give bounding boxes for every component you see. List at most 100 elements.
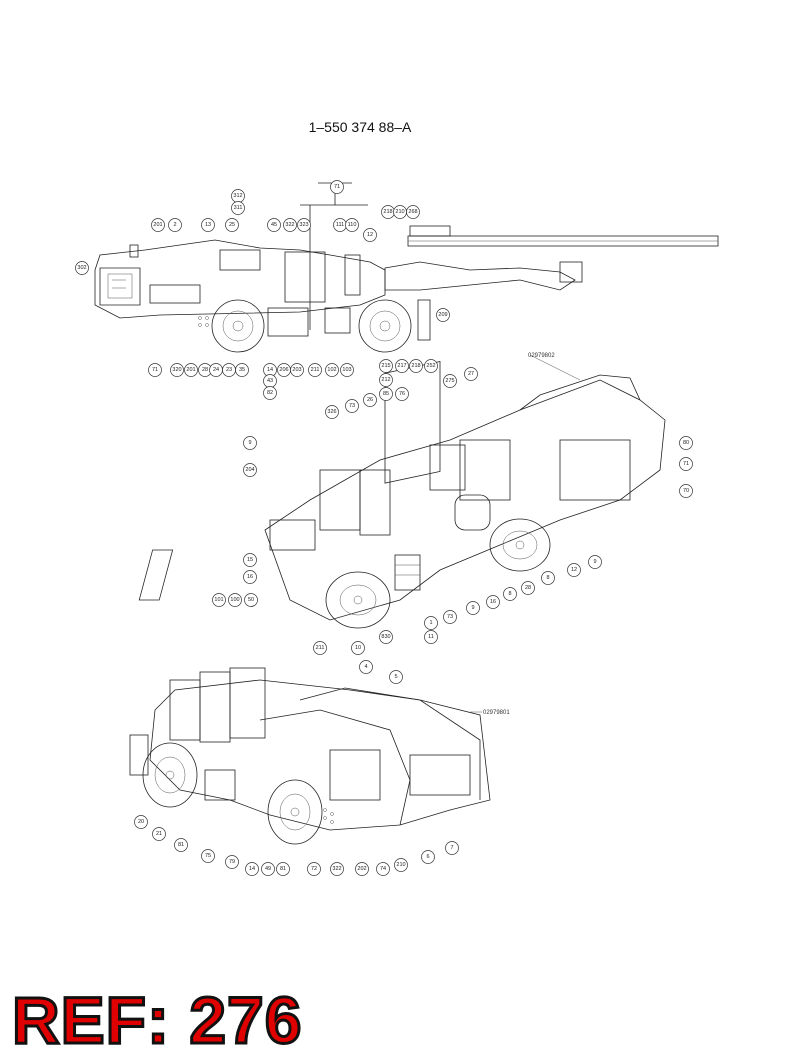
- callout-number: 80: [683, 440, 689, 446]
- callout-bubble: 26: [363, 393, 377, 407]
- callout-number: 28: [525, 585, 531, 591]
- callout-bubble: 8: [503, 587, 517, 601]
- callout-number: 830: [381, 634, 390, 640]
- callout-number: 302: [77, 265, 86, 271]
- callout-number: 275: [445, 378, 454, 384]
- callout-bubble: 12: [363, 228, 377, 242]
- callout-number: 72: [311, 866, 317, 872]
- callout-number: 311: [234, 205, 243, 211]
- callout-number: 21: [156, 831, 162, 837]
- drawing-number-bottom: 02979801: [483, 710, 510, 716]
- callout-bubble: 101: [212, 593, 226, 607]
- callout-bubble: 24: [209, 363, 223, 377]
- callout-number: 322: [285, 222, 294, 228]
- callout-number: 79: [229, 859, 235, 865]
- callout-bubble: 74: [376, 862, 390, 876]
- callout-bubble: 25: [225, 218, 239, 232]
- callout-bubble: 5: [389, 670, 403, 684]
- callout-number: 210: [395, 209, 404, 215]
- callout-bubble: 73: [345, 399, 359, 413]
- callout-number: 45: [271, 222, 277, 228]
- callout-bubble: 103: [340, 363, 354, 377]
- callout-number: 2: [173, 222, 176, 228]
- callout-number: 85: [383, 391, 389, 397]
- callout-bubble: 71: [679, 457, 693, 471]
- callout-number: 9: [593, 559, 596, 565]
- callout-number: 75: [205, 853, 211, 859]
- callout-bubble: 202: [355, 862, 369, 876]
- callout-number: 201: [153, 222, 162, 228]
- callout-number: 323: [299, 222, 308, 228]
- callout-bubble: 13: [201, 218, 215, 232]
- bottom-view: 02979801: [129, 667, 510, 845]
- callout-number: 201: [186, 367, 195, 373]
- callout-number: 81: [280, 866, 286, 872]
- callout-number: 312: [233, 193, 242, 199]
- callout-bubble: 211: [313, 641, 327, 655]
- callout-number: 12: [571, 567, 577, 573]
- callout-bubble: 76: [395, 387, 409, 401]
- callout-number: 268: [408, 209, 417, 215]
- callout-bubble: 203: [290, 363, 304, 377]
- callout-bubble: 45: [267, 218, 281, 232]
- callout-bubble: 85: [379, 387, 393, 401]
- callout-bubble: 9: [466, 601, 480, 615]
- callout-bubble: 217: [395, 359, 409, 373]
- callout-bubble: 209: [436, 308, 450, 322]
- callout-number: 16: [490, 599, 496, 605]
- callout-bubble: 212: [379, 373, 393, 387]
- callout-bubble: 326: [325, 405, 339, 419]
- callout-bubble: 201: [151, 218, 165, 232]
- drawing-number-middle: 02979802: [528, 353, 555, 359]
- callout-bubble: 218: [381, 205, 395, 219]
- callout-number: 16: [247, 574, 253, 580]
- callout-bubble: 2: [168, 218, 182, 232]
- callout-number: 100: [230, 597, 239, 603]
- callout-bubble: 320: [170, 363, 184, 377]
- callout-bubble: 7: [445, 841, 459, 855]
- callout-bubble: 70: [679, 484, 693, 498]
- callout-number: 218: [411, 363, 420, 369]
- callout-bubble: 4: [359, 660, 373, 674]
- callout-number: 27: [468, 371, 474, 377]
- callout-number: 8: [546, 575, 549, 581]
- callout-number: 212: [381, 377, 390, 383]
- callout-bubble: 50: [244, 593, 258, 607]
- callout-number: 5: [394, 674, 397, 680]
- callout-bubble: 11: [424, 630, 438, 644]
- callout-bubble: 211: [308, 363, 322, 377]
- callout-bubble: 210: [393, 205, 407, 219]
- callout-number: 13: [205, 222, 211, 228]
- callout-number: 76: [399, 391, 405, 397]
- callout-bubble: 71: [330, 180, 344, 194]
- callout-number: 23: [226, 367, 232, 373]
- callout-bubble: 12: [567, 563, 581, 577]
- callout-number: 210: [396, 862, 405, 868]
- callout-number: 326: [327, 409, 336, 415]
- callout-number: 206: [279, 367, 288, 373]
- callout-bubble: 82: [263, 386, 277, 400]
- callout-number: 25: [229, 222, 235, 228]
- callout-number: 73: [447, 614, 453, 620]
- callout-number: 10: [355, 645, 361, 651]
- callout-bubble: 73: [443, 610, 457, 624]
- callout-number: 74: [380, 866, 386, 872]
- callout-number: 209: [438, 312, 447, 318]
- callout-bubble: 28: [521, 581, 535, 595]
- callout-number: 7: [450, 845, 453, 851]
- callout-bubble: 6: [421, 850, 435, 864]
- callout-bubble: 252: [424, 359, 438, 373]
- callout-number: 111: [336, 222, 344, 228]
- callout-number: 215: [381, 363, 390, 369]
- callout-number: 110: [348, 222, 357, 228]
- callout-bubble: 9: [243, 436, 257, 450]
- callout-bubble: 206: [277, 363, 291, 377]
- callout-number: 35: [239, 367, 245, 373]
- callout-bubble: 27: [464, 367, 478, 381]
- callout-bubble: 100: [228, 593, 242, 607]
- callout-number: 8: [508, 591, 511, 597]
- callout-number: 20: [138, 819, 144, 825]
- callout-number: 43: [267, 378, 273, 384]
- callout-bubble: 102: [325, 363, 339, 377]
- callout-number: 202: [357, 866, 366, 872]
